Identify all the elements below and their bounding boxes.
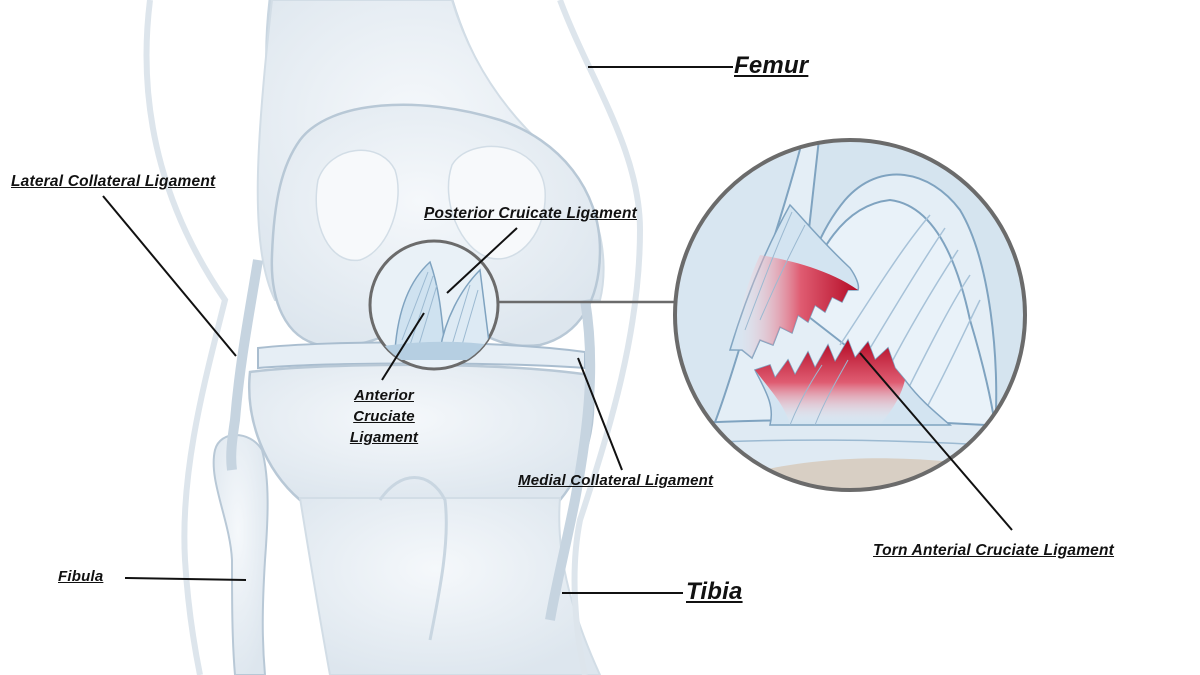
acl-leader	[381, 312, 425, 381]
small-zoom-circle	[368, 239, 500, 371]
fibula-bone	[212, 434, 269, 675]
lateral-collateral-ligament-label: Lateral Collateral Ligament	[11, 173, 216, 190]
fibula-leader	[124, 577, 247, 581]
tibia-plateau	[248, 363, 595, 502]
lcl-leader	[102, 195, 237, 357]
tibial-tuberosity	[378, 476, 448, 641]
anterior-cruciate-ligament-label: Anterior Cruciate Ligament	[339, 385, 429, 448]
medial-collateral-ligament	[545, 299, 596, 621]
condyle-right-highlight	[447, 145, 546, 260]
magnifier-inset-icon	[673, 138, 1027, 492]
acl-label-line-3: Ligament	[349, 429, 419, 446]
pcl-leader	[446, 227, 518, 294]
fibula-label: Fibula	[58, 568, 104, 585]
acl-label-line-2: Cruciate	[353, 408, 415, 425]
leader-lines	[102, 66, 1013, 594]
torn-acl-label: Torn Anterial Cruciate Ligament	[873, 542, 1115, 559]
zoom-circle-border	[673, 138, 1027, 492]
torn-acl-leader	[859, 352, 1013, 531]
acl-label-line-1: Anterior	[354, 387, 414, 404]
small-acl	[394, 260, 446, 351]
mcl-leader	[577, 357, 623, 471]
leg-contour-right	[557, 0, 644, 675]
femur-label: Femur	[734, 52, 809, 79]
condyle-left-highlight	[315, 149, 399, 262]
tibia-label: Tibia	[686, 578, 743, 605]
lateral-collateral-ligament	[226, 259, 263, 471]
torn-acl-upper-red	[730, 255, 858, 358]
medial-collateral-ligament-label: Medial Collateral Ligament	[518, 472, 714, 489]
leg-contour-left	[143, 0, 229, 675]
posterior-cruciate-ligament-label: Posterior Cruicate Ligament	[424, 205, 637, 222]
